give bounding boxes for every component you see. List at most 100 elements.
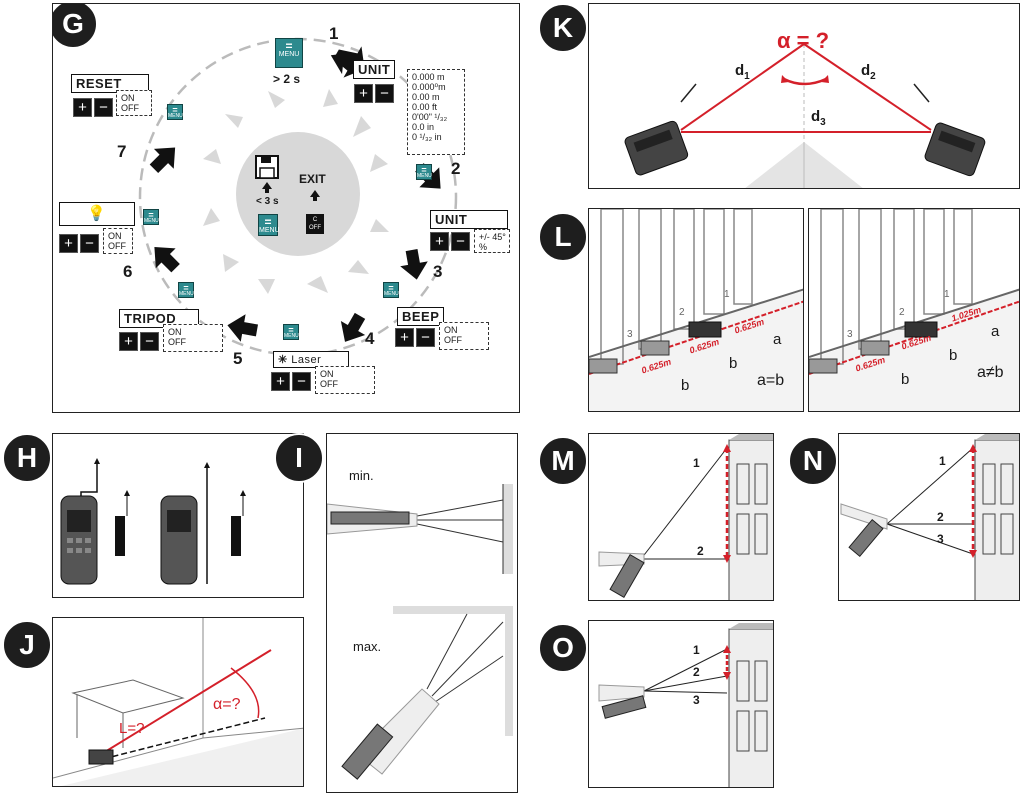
inequality-label: a≠b [977, 364, 1004, 381]
unit-tilt-minus-button[interactable]: − [451, 232, 470, 251]
menu-button-step5[interactable]: =MENU [178, 282, 194, 298]
panel-j-room: L=? α=? [52, 617, 304, 787]
tripod-option: OFF [168, 337, 186, 347]
badge-j: J [2, 620, 52, 670]
beep-option: OFF [444, 335, 462, 345]
line-number: 2 [693, 665, 700, 679]
unit-tilt-options: +/- 45° % [474, 229, 510, 253]
menu-button-step4[interactable]: =MENU [283, 324, 299, 340]
arrow-up-icon [204, 462, 210, 468]
d2-sub: 2 [870, 71, 876, 82]
badge-l: L [538, 212, 588, 262]
device-icon [848, 519, 884, 557]
tripod-minus-button[interactable]: − [140, 332, 159, 351]
building [728, 439, 773, 600]
tripod-options: ON OFF [163, 324, 223, 352]
rays [203, 89, 389, 294]
panel-g-menu: G 1 2 3 4 5 6 7 =MENU > 2 s =MENU < 3 s … [52, 3, 520, 413]
tripod-title: TRIPOD [119, 309, 199, 328]
hold-short-label: < 3 s [256, 196, 279, 207]
stud-number: 3 [627, 329, 633, 340]
length-label: L=? [119, 720, 145, 737]
unit-title: UNIT [353, 60, 396, 79]
line-number: 3 [937, 532, 944, 546]
line-number: 3 [693, 693, 700, 707]
laser-option: OFF [320, 379, 338, 389]
beep-minus-button[interactable]: − [416, 328, 435, 347]
ref-bar [115, 516, 125, 556]
menu-button-step6[interactable]: =MENU [143, 209, 159, 225]
laser-minus-button[interactable]: − [292, 372, 311, 391]
up-arrow-icon [262, 182, 272, 189]
line-number: 1 [693, 456, 700, 470]
panel-m-height: 1 2 [588, 433, 774, 601]
tripod-plus-button[interactable]: + [119, 332, 138, 351]
angle-label: α=? [213, 696, 241, 713]
light-plus-button[interactable]: + [59, 234, 78, 253]
beep-options: ON OFF [439, 322, 489, 350]
unit-option: 0.000⁰m [412, 82, 446, 92]
room-diagram [53, 618, 303, 786]
clear-off-button[interactable]: C OFF [306, 214, 324, 234]
letter-b: b [901, 371, 910, 388]
max-label: max. [353, 639, 382, 654]
light-option: OFF [108, 241, 126, 251]
step-number-7: 7 [117, 142, 127, 161]
device-icon [609, 553, 645, 599]
ref-bar [231, 516, 241, 556]
d3-letter: d [811, 108, 821, 125]
menu-button-step2[interactable]: =MENU [416, 164, 432, 180]
device-icon [341, 723, 394, 780]
menu-button-step3[interactable]: =MENU [383, 282, 399, 298]
badge-h: H [2, 433, 52, 483]
reset-plus-button[interactable]: + [73, 98, 92, 117]
stud-number: 1 [724, 289, 730, 300]
unit-option: 0'00" ¹/₃₂ [412, 112, 448, 122]
angle-arc [230, 667, 260, 719]
wall [505, 606, 513, 736]
d2-label: d2 [861, 62, 876, 82]
unit-plus-button[interactable]: + [354, 84, 373, 103]
unit-tilt-option: +/- 45° [479, 232, 506, 242]
device-icon [330, 511, 410, 525]
panel-h-reference [52, 433, 304, 598]
line-number: 1 [693, 643, 700, 657]
letter-a: a [773, 331, 782, 348]
device-icon [60, 495, 98, 585]
angle-arrow-left-icon [781, 75, 789, 83]
laser-d1 [680, 43, 805, 131]
beep-title: BEEP [397, 307, 445, 326]
ceiling [393, 606, 513, 614]
menu-button-center[interactable]: =MENU [258, 214, 280, 236]
menu-button-start[interactable]: =MENU [275, 38, 303, 68]
badge-o: O [538, 623, 588, 673]
light-options: ON OFF [103, 228, 133, 254]
unit-option: 0.00 m [412, 92, 440, 102]
light-minus-button[interactable]: − [80, 234, 99, 253]
laser-d2 [803, 43, 932, 131]
step-number-4: 4 [365, 329, 375, 348]
unit-minus-button[interactable]: − [375, 84, 394, 103]
light-title: 💡 [59, 202, 135, 226]
line-number: 1 [939, 454, 946, 468]
unit-tilt-plus-button[interactable]: + [430, 232, 449, 251]
beep-plus-button[interactable]: + [395, 328, 414, 347]
unit-options: 0.000 m 0.000⁰m 0.00 m 0.00 ft 0'00" ¹/₃… [407, 69, 465, 155]
reference-line [80, 464, 98, 496]
arrow-up-icon [240, 490, 246, 496]
reset-option: OFF [121, 103, 139, 113]
d3-label: d3 [811, 108, 826, 128]
panel-o-height: 1 2 3 [588, 620, 774, 788]
angle-arc [783, 77, 827, 86]
pencil-icon [680, 83, 930, 103]
menu-button-step7[interactable]: =MENU [167, 104, 183, 120]
laser-plus-button[interactable]: + [271, 372, 290, 391]
reset-minus-button[interactable]: − [94, 98, 113, 117]
unit-tilt-option: % [479, 242, 488, 252]
arrow-up-icon [94, 458, 100, 464]
letter-b: b [949, 347, 958, 364]
room-left-graphic [589, 209, 803, 411]
alpha-label: α = ? [777, 28, 830, 53]
arrow-up-icon [124, 490, 130, 496]
light-bulb-icon: 💡 [87, 205, 107, 222]
